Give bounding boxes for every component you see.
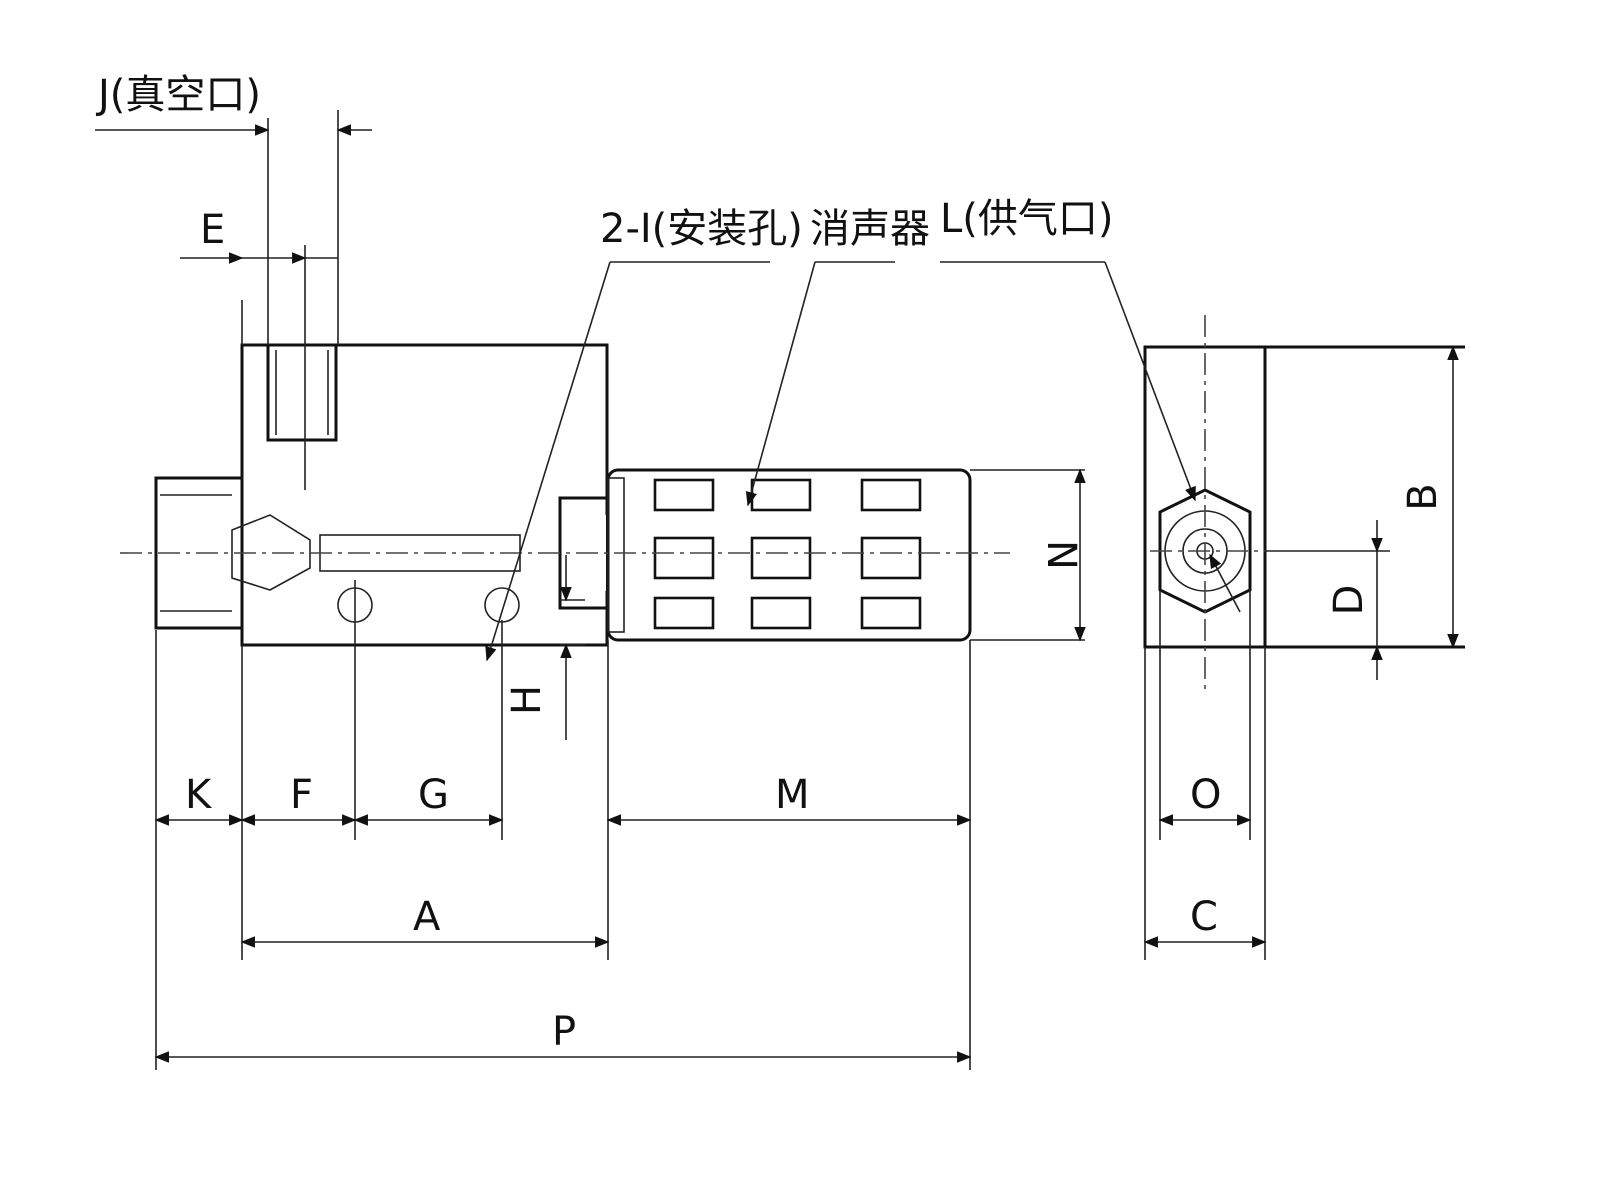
mount-hole-label: 2-I(安装孔)	[600, 206, 803, 252]
supply-port-label: L(供气口)	[940, 196, 1114, 242]
end-view	[1143, 315, 1465, 690]
dim-M: M	[775, 772, 810, 818]
dim-D: D	[1326, 585, 1372, 616]
dimension-lines	[95, 124, 1459, 1063]
leader-lines	[485, 261, 1241, 662]
mount-hole-right	[484, 587, 520, 623]
dim-A: A	[413, 894, 441, 940]
silencer-body	[606, 468, 972, 642]
main-body-block	[240, 343, 609, 647]
dim-E: E	[200, 207, 225, 253]
dim-O: O	[1190, 772, 1221, 818]
dim-F: F	[290, 772, 313, 818]
silencer-label: 消声器	[810, 206, 930, 252]
vacuum-port-bore	[266, 343, 338, 442]
extension-lines	[155, 110, 1266, 1070]
silencer-slots	[653, 478, 922, 630]
dim-H: H	[504, 685, 550, 715]
dim-N: N	[1038, 540, 1084, 570]
side-view	[154, 343, 610, 647]
dim-G: G	[418, 772, 449, 818]
vacuum-port-label: J(真空口)	[95, 72, 261, 118]
dim-P: P	[552, 1009, 576, 1055]
nozzle-cavity	[231, 514, 311, 591]
dim-K: K	[185, 772, 213, 818]
dim-B: B	[1400, 483, 1446, 510]
dim-C: C	[1190, 894, 1218, 940]
